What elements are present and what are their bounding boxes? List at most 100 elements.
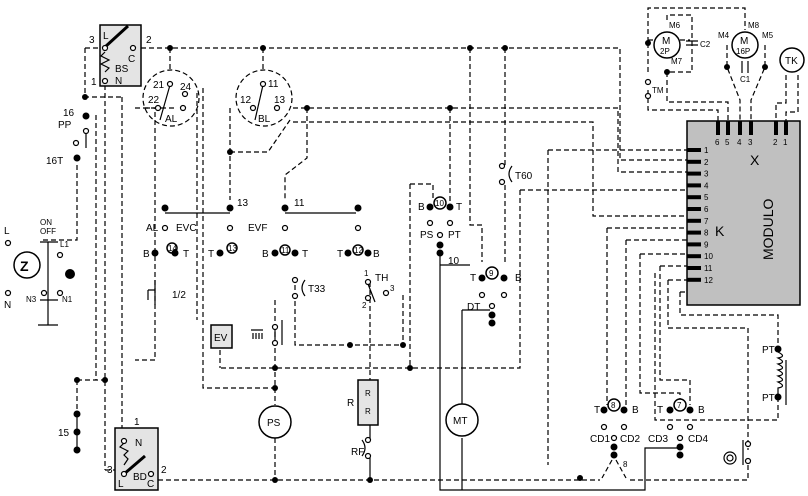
thermostat-th: TH 1 2 3 [362, 269, 395, 310]
cd2-label: CD2 [620, 434, 640, 445]
relay-11-num: 11 [281, 246, 290, 255]
relay-11-t: T [302, 249, 308, 260]
relay-14-al: AL [146, 223, 159, 234]
heater-inner-1: R [365, 389, 371, 398]
al-label: AL [165, 114, 178, 125]
bl-label: BL [258, 114, 271, 125]
ev-valve: EV [210, 324, 233, 349]
relay-10-pt: PT [448, 230, 461, 241]
spin-switch [723, 440, 752, 465]
al-contact-21: 21 [153, 80, 165, 91]
relay-12-num: 12 [354, 246, 363, 255]
relay-9-num: 9 [489, 269, 494, 278]
motor16p-m: M [740, 36, 748, 47]
bs-l-label: L [103, 31, 109, 42]
module-top-pin-label: 3 [748, 138, 753, 147]
module-side-pin [687, 218, 701, 223]
relay-9-dt: DT [467, 302, 480, 313]
off-label: OFF [40, 227, 56, 236]
bs-pin3: 3 [89, 35, 95, 46]
solid-wires [38, 212, 680, 491]
bd-door-lock: N BD L C 3 2 1 [107, 417, 167, 491]
module-top-pin [716, 121, 720, 135]
module-top-pin-label: 6 [715, 138, 720, 147]
terminal-10: 10 [448, 256, 460, 267]
relay-12-b: B [373, 249, 380, 260]
motor2p-m7: M7 [671, 57, 683, 66]
module-side-pin [687, 171, 701, 176]
relay-8: 8 T B CD1 CD2 8 [590, 398, 640, 479]
module-side-pin-label: 3 [704, 170, 709, 179]
bd-pin1: 1 [134, 417, 140, 428]
bl-contact-12: 12 [240, 95, 252, 106]
mains-n-label: N [4, 300, 11, 311]
module-side-pin-label: 12 [704, 276, 713, 285]
module-side-pin-label: 9 [704, 240, 709, 249]
cd1-label: CD1 [590, 434, 610, 445]
motor-2p: M 2P M6 M7 C2 TM [644, 21, 711, 100]
thermostat-t60: T60 [498, 162, 533, 186]
motor-16p: M 16P M8 M4 M5 C1 [718, 21, 774, 84]
th-pin3: 3 [390, 284, 395, 293]
relay-10-num: 10 [435, 199, 444, 208]
relay-8-b: B [632, 405, 639, 416]
bs-label: BS [115, 64, 129, 75]
n1-label: N1 [62, 295, 73, 304]
spin-icon [723, 451, 737, 465]
relay-14-b: B [143, 249, 150, 260]
module-side-pin [687, 266, 701, 270]
module-side-pin [687, 195, 701, 200]
pp-16t-label: 16T [46, 156, 63, 167]
relay-14-num: 14 [168, 244, 177, 253]
bs-pin2: 2 [146, 35, 152, 46]
module-side-pin-label: 8 [704, 229, 709, 238]
th-label: TH [375, 273, 388, 284]
th-pin1: 1 [364, 269, 369, 278]
module-top-pin-label: 4 [737, 138, 742, 147]
al-contact-22: 22 [148, 95, 160, 106]
bd-c-label: C [147, 479, 154, 490]
bl-contact-13: 13 [274, 95, 286, 106]
relay-10-t: T [456, 202, 462, 213]
z-icon: Z [20, 258, 29, 274]
heater-r: R R R RF [347, 379, 379, 460]
tk: TK [779, 47, 805, 73]
c2-label: C2 [700, 40, 711, 49]
module-side-pin-label: 5 [704, 193, 709, 202]
relay-14-t: T [183, 249, 189, 260]
relay-7-t: T [657, 405, 663, 416]
relay-9: 9 T B DT [467, 266, 522, 327]
heater-inner-2: R [365, 407, 371, 416]
module-side-pin-label: 7 [704, 217, 709, 226]
shower-icon [251, 329, 263, 339]
motor2p-m: M [662, 36, 670, 47]
bd-label: BD [133, 472, 147, 483]
evf-label: EVF [248, 223, 267, 234]
relay-evc: 14 13 AL EVC 13 B T T 1/2 [143, 198, 249, 305]
module-side-pin [687, 277, 701, 282]
rf-label: RF [351, 447, 364, 458]
relay-11-b: B [262, 249, 269, 260]
pt-label-top: PT [762, 345, 775, 356]
component-15: 15 [58, 410, 81, 454]
relay-12-t: T [337, 249, 343, 260]
module-side-pin [687, 148, 701, 152]
bs-door-switch: L C BS N 3 2 1 [89, 24, 152, 88]
motor16p-sub: 16P [736, 47, 750, 56]
module-side-pin-label: 1 [704, 146, 709, 155]
bd-l-label: L [118, 479, 124, 490]
bs-c-label: C [128, 54, 135, 65]
relay-7-b: B [698, 405, 705, 416]
relay-8-t: T [594, 405, 600, 416]
al-selector: 21 24 22 AL [142, 69, 200, 127]
on-label: ON [40, 218, 52, 227]
relay-7-num: 7 [677, 401, 682, 410]
relay-13-t: T [208, 249, 214, 260]
module-side-pin [687, 254, 701, 259]
module-k-label: K [715, 223, 725, 239]
motor2p-sub: 2P [660, 47, 670, 56]
c1-label: C1 [740, 75, 751, 84]
mains-switch: Z L N ON OFF L1 N3 N1 [4, 218, 75, 311]
bd-pin2: 2 [161, 465, 167, 476]
